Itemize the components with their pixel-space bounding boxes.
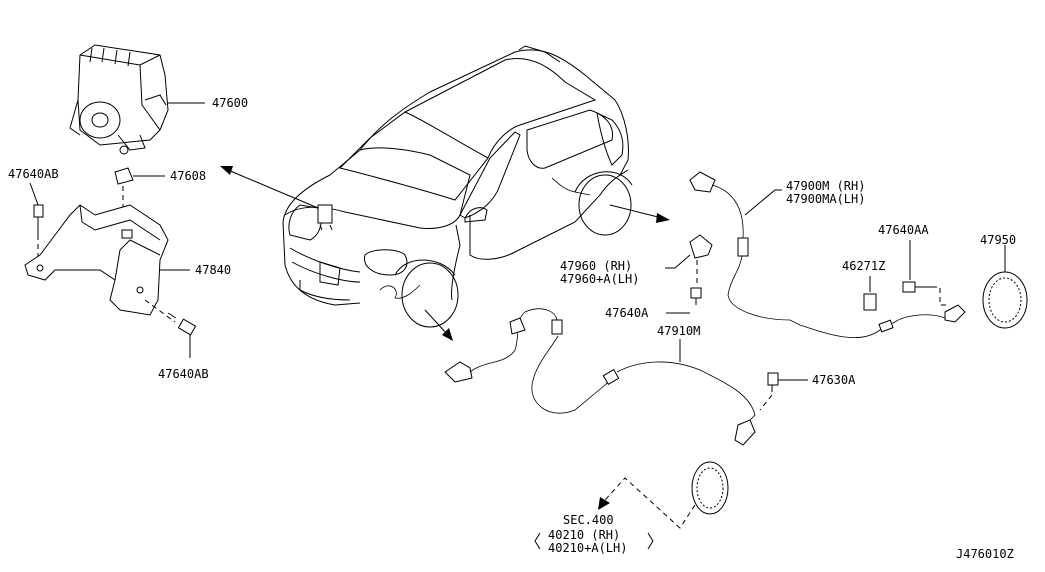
- label-47640a: 47640A: [605, 306, 649, 320]
- abs-actuator-47600: [69, 44, 169, 155]
- label-40210a: 40210+A(LH): [548, 541, 627, 555]
- clip-46271z: [863, 293, 877, 311]
- sensor-rotor-47950: [982, 271, 1028, 329]
- front-sensor-47910m: [444, 308, 756, 446]
- label-sec400: SEC.400: [563, 513, 614, 527]
- label-47630a: 47630A: [812, 373, 856, 387]
- label-47608: 47608: [170, 169, 206, 183]
- label-47640ab-bottom: 47640AB: [158, 367, 209, 381]
- label-47960a: 47960+A(LH): [560, 272, 639, 286]
- label-47640ab-top: 47640AB: [8, 167, 59, 181]
- label-47910m: 47910M: [657, 324, 700, 338]
- reference-bracket: [534, 532, 654, 550]
- label-46271z: 46271Z: [842, 259, 885, 273]
- bracket-47840: [24, 204, 169, 316]
- diagram-code: J476010Z: [956, 547, 1014, 561]
- label-47950: 47950: [980, 233, 1016, 247]
- label-47960: 47960 (RH): [560, 259, 632, 273]
- label-47600: 47600: [212, 96, 248, 110]
- label-47900ma: 47900MA(LH): [786, 192, 865, 206]
- label-47900m: 47900M (RH): [786, 179, 865, 193]
- label-47640aa: 47640AA: [878, 223, 929, 237]
- bracket-47960: [689, 234, 713, 259]
- bolt-47640ab-top: [33, 204, 44, 258]
- bolt-47640a: [690, 260, 702, 305]
- label-47840: 47840: [195, 263, 231, 277]
- grommet-47608: [114, 167, 134, 210]
- bolt-47640ab-bottom: [167, 312, 197, 336]
- vehicle-outline: [282, 45, 633, 328]
- bolt-47630a: [759, 372, 779, 411]
- callout-arrows: [220, 166, 670, 341]
- front-sensor-rotor: [691, 461, 729, 515]
- label-40210: 40210 (RH): [548, 528, 620, 542]
- rear-sensor-47900m: [689, 171, 966, 338]
- bolt-47640aa: [902, 281, 948, 306]
